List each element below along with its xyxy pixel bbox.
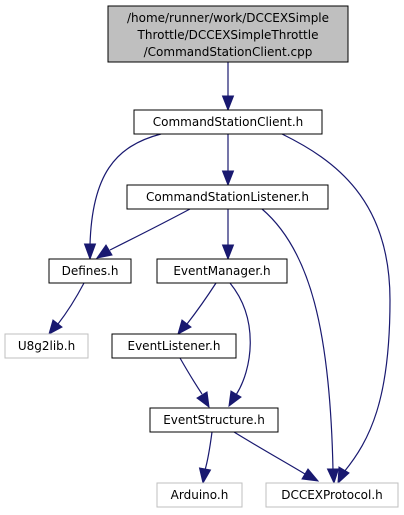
edge-root-to-client-h bbox=[221, 62, 235, 112]
node-command-station-client-h-label: CommandStationClient.h bbox=[153, 115, 304, 129]
edge-listener-h-to-dccex-protocol-h bbox=[261, 208, 340, 485]
node-defines-h[interactable]: Defines.h bbox=[48, 258, 132, 284]
node-command-station-listener-h-label: CommandStationListener.h bbox=[146, 190, 309, 204]
edge-client-h-to-defines-h bbox=[83, 133, 162, 261]
node-dccex-protocol-h[interactable]: DCCEXProtocol.h bbox=[265, 482, 399, 508]
node-event-structure-h-label: EventStructure.h bbox=[163, 413, 265, 427]
node-root-file-label-line-3: /CommandStationClient.cpp bbox=[144, 45, 313, 59]
edge-client-h-to-listener-h bbox=[221, 134, 235, 187]
edge-event-listener-h-to-event-structure-h bbox=[179, 357, 210, 409]
graph-edges bbox=[48, 62, 391, 485]
node-root-file-label-line-1: /home/runner/work/DCCEXSimple bbox=[127, 11, 329, 25]
node-u8g2lib-h-label: U8g2lib.h bbox=[18, 339, 75, 353]
node-dccex-protocol-h-label: DCCEXProtocol.h bbox=[281, 488, 383, 502]
edge-listener-h-to-event-manager-h bbox=[221, 209, 235, 261]
graph-nodes: /home/runner/work/DCCEXSimple Throttle/D… bbox=[4, 5, 399, 508]
node-defines-h-label: Defines.h bbox=[62, 264, 119, 278]
node-event-listener-h-label: EventListener.h bbox=[128, 339, 221, 353]
edge-client-h-to-dccex-protocol-h bbox=[281, 133, 391, 485]
node-command-station-listener-h[interactable]: CommandStationListener.h bbox=[126, 184, 329, 210]
node-command-station-client-h[interactable]: CommandStationClient.h bbox=[133, 109, 323, 135]
edge-defines-h-to-u8g2lib-h bbox=[48, 282, 85, 336]
node-root-file-label-line-2: Throttle/DCCEXSimpleThrottle bbox=[137, 28, 319, 42]
node-root-file[interactable]: /home/runner/work/DCCEXSimple Throttle/D… bbox=[107, 5, 349, 63]
node-arduino-h-label: Arduino.h bbox=[171, 488, 229, 502]
node-event-structure-h[interactable]: EventStructure.h bbox=[149, 407, 279, 433]
edge-event-manager-h-to-event-structure-h bbox=[228, 282, 251, 408]
edge-event-manager-h-to-event-listener-h bbox=[177, 282, 217, 336]
edge-listener-h-to-defines-h bbox=[95, 208, 191, 259]
node-event-manager-h[interactable]: EventManager.h bbox=[156, 258, 288, 284]
node-u8g2lib-h[interactable]: U8g2lib.h bbox=[4, 333, 89, 359]
node-event-manager-h-label: EventManager.h bbox=[173, 264, 270, 278]
node-event-listener-h[interactable]: EventListener.h bbox=[111, 333, 237, 359]
node-arduino-h[interactable]: Arduino.h bbox=[156, 482, 243, 508]
edge-event-structure-h-to-arduino-h bbox=[198, 431, 213, 485]
edge-event-structure-h-to-dccex-protocol-h bbox=[233, 431, 320, 482]
